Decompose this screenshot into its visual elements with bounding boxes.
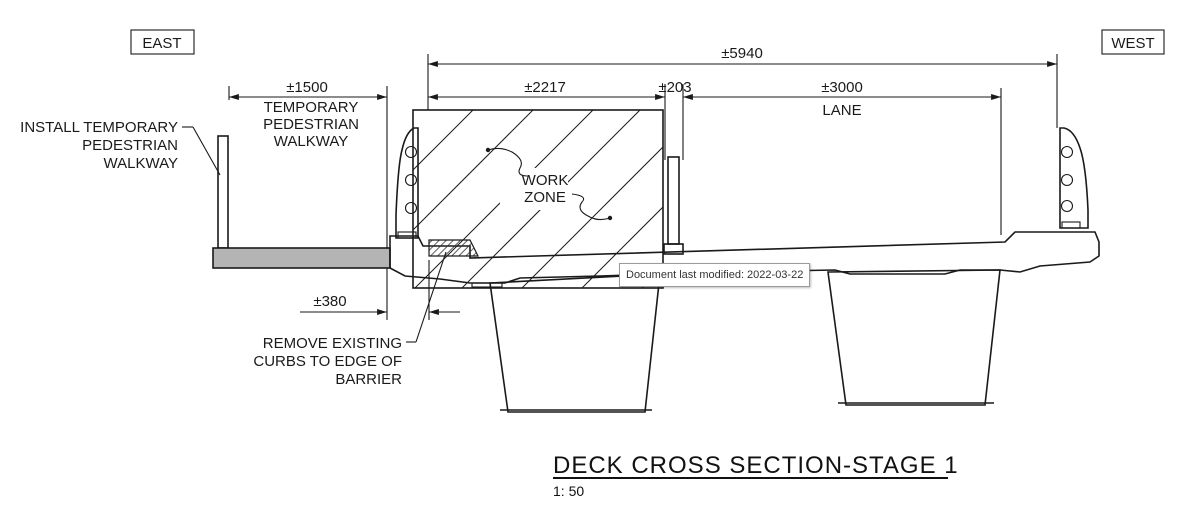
girder-west (827, 269, 1001, 406)
dimension-overall: ±5940 (427, 45, 1058, 128)
document-modified-tooltip: Document last modified: 2022-03-22 (619, 263, 811, 287)
east-label: EAST (142, 35, 181, 52)
install-note-line-2: PEDESTRIAN (82, 137, 178, 154)
remove-note-line-2: CURBS TO EDGE OF (253, 353, 402, 370)
work-zone: WORK ZONE (412, 109, 664, 289)
walkway-railing-post (217, 135, 229, 249)
drawing-title: DECK CROSS SECTION-STAGE 1 (553, 452, 959, 479)
dimension-row: ±2217 ±203 ±3000 LANE (428, 79, 1002, 235)
remove-note-line-3: BARRIER (335, 371, 402, 388)
temporary-walkway-slab (212, 247, 391, 269)
dimension-work-zone-label: ±2217 (524, 79, 566, 96)
temporary-barrier-post (667, 156, 680, 245)
dimension-curb-offset-label: ±380 (313, 293, 346, 310)
west-label: WEST (1111, 35, 1154, 52)
dimension-walkway: ±1500 (228, 79, 388, 248)
west-label-box (1101, 29, 1165, 55)
work-zone-label-line-2: ZONE (524, 189, 566, 206)
east-label-box (130, 29, 195, 55)
work-zone-label-line-1: WORK (522, 172, 569, 189)
walkway-label-line-3: WALKWAY (274, 133, 348, 150)
lane-label: LANE (822, 102, 861, 119)
dimension-walkway-label: ±1500 (286, 79, 328, 96)
existing-curb-removed (428, 239, 479, 257)
dimension-lane-label: ±3000 (821, 79, 863, 96)
drawing-scale: 1: 50 (553, 483, 584, 499)
install-note-line-1: INSTALL TEMPORARY (20, 119, 178, 136)
dimension-curb-offset: ±380 (300, 260, 460, 320)
dimension-gap-label: ±203 (658, 79, 691, 96)
remove-note-line-1: REMOVE EXISTING (263, 335, 402, 352)
dimension-overall-label: ±5940 (721, 45, 763, 62)
install-note-line-3: WALKWAY (104, 155, 178, 172)
walkway-label-line-2: PEDESTRIAN (263, 116, 359, 133)
west-existing-barrier (1059, 127, 1089, 229)
temporary-barrier-base (663, 243, 684, 255)
walkway-label-line-1: TEMPORARY (264, 99, 359, 116)
girder-east (489, 273, 661, 413)
